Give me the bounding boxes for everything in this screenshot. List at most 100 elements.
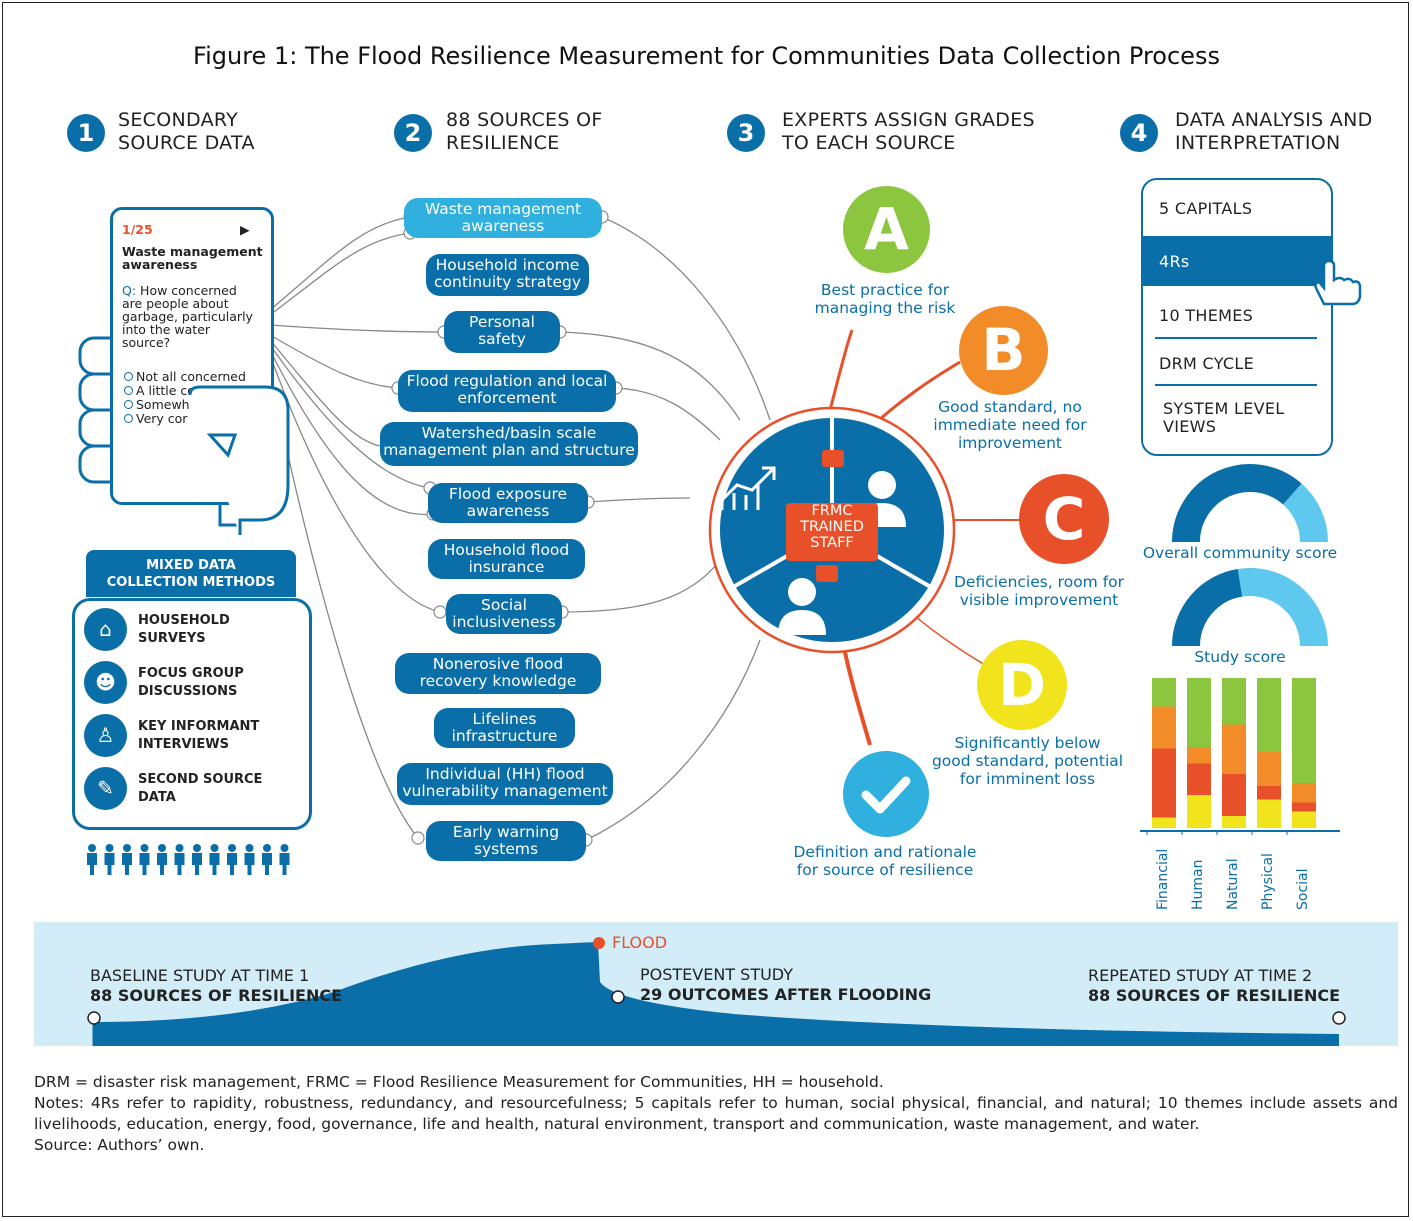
grade-c-badge: C — [1019, 474, 1109, 564]
person-icon — [228, 844, 236, 852]
person-icon — [279, 853, 290, 875]
answer-option[interactable]: Very cor — [124, 411, 187, 426]
bar-label: Financial — [1155, 848, 1171, 910]
study-score-gauge — [1172, 568, 1328, 647]
timeline-curve — [87, 937, 1346, 1046]
menu-item-4rs[interactable]: 4Rs — [1159, 252, 1190, 271]
bar-segment — [1187, 763, 1211, 795]
question-counter: 1/25 — [122, 222, 153, 237]
person-icon — [192, 853, 202, 875]
grade-d-badge: D — [977, 640, 1067, 730]
flood-marker-label: FLOOD — [612, 933, 668, 952]
person-icon — [140, 844, 149, 852]
bar-segment — [1187, 795, 1211, 828]
house-icon: ⌂ — [84, 608, 127, 651]
person-icon — [123, 844, 131, 852]
checkmark-icon — [843, 751, 929, 837]
answer-option[interactable]: A little co — [124, 383, 195, 398]
bar-label: Natural — [1225, 858, 1241, 910]
menu-divider — [1155, 384, 1317, 386]
pointer-hand-icon — [1314, 259, 1362, 306]
bar-segment — [1257, 786, 1281, 800]
bar-label: Social — [1295, 868, 1311, 910]
person-icon — [105, 844, 114, 852]
answer-option[interactable]: Not all concerned — [124, 369, 246, 384]
focus-group-icon: ☻ — [84, 661, 127, 704]
bar-segment — [1257, 799, 1281, 828]
stacked-bar-chart — [1140, 678, 1340, 835]
frmc-hub — [708, 406, 956, 654]
notes-text: Notes: 4Rs refer to rapidity, robustness… — [34, 1094, 1398, 1133]
person-icon — [139, 853, 150, 875]
person-icon — [88, 844, 96, 852]
person-icon — [262, 853, 272, 875]
thumb-illustration — [188, 385, 290, 535]
step-2-number: 2 — [394, 114, 432, 152]
overall-score-gauge — [1172, 464, 1328, 543]
menu-item-drm-cycle[interactable]: DRM CYCLE — [1159, 354, 1255, 373]
bar-segment — [1257, 751, 1281, 786]
menu-item-10-themes[interactable]: 10 THEMES — [1159, 306, 1254, 325]
figure-notes: DRM = disaster risk management, FRMC = F… — [34, 1072, 1398, 1156]
person-icon — [104, 853, 115, 875]
person-icon — [122, 853, 132, 875]
person-icon — [210, 844, 219, 852]
overall-score-label: Overall community score — [1142, 544, 1338, 562]
bar-segment — [1222, 724, 1246, 774]
menu-item-selected-bg — [1141, 236, 1333, 286]
step-3-number: 3 — [727, 114, 765, 152]
next-arrow-icon[interactable]: ▶ — [240, 222, 250, 237]
step-4-number: 4 — [1120, 114, 1158, 152]
step-1-number: 1 — [67, 114, 105, 152]
figure-title: Figure 1: The Flood Resilience Measureme… — [193, 42, 1220, 70]
person-icon — [87, 853, 97, 875]
menu-item-5-capitals[interactable]: 5 CAPITALS — [1159, 199, 1253, 218]
person-icon — [209, 853, 220, 875]
answer-option[interactable]: Somewh — [124, 397, 190, 412]
person-icon — [193, 844, 201, 852]
person-icon — [174, 853, 185, 875]
bar-segment — [1292, 678, 1316, 783]
man-icon — [778, 565, 838, 635]
menu-divider — [1155, 337, 1317, 339]
bar-segment — [1152, 748, 1176, 818]
person-icon — [244, 853, 255, 875]
bar-segment — [1222, 678, 1246, 725]
bar-segment — [1292, 802, 1316, 812]
bar-segment — [1152, 678, 1176, 707]
person-icon — [280, 844, 289, 852]
bar-label: Human — [1190, 859, 1206, 911]
people-icons — [87, 844, 290, 875]
